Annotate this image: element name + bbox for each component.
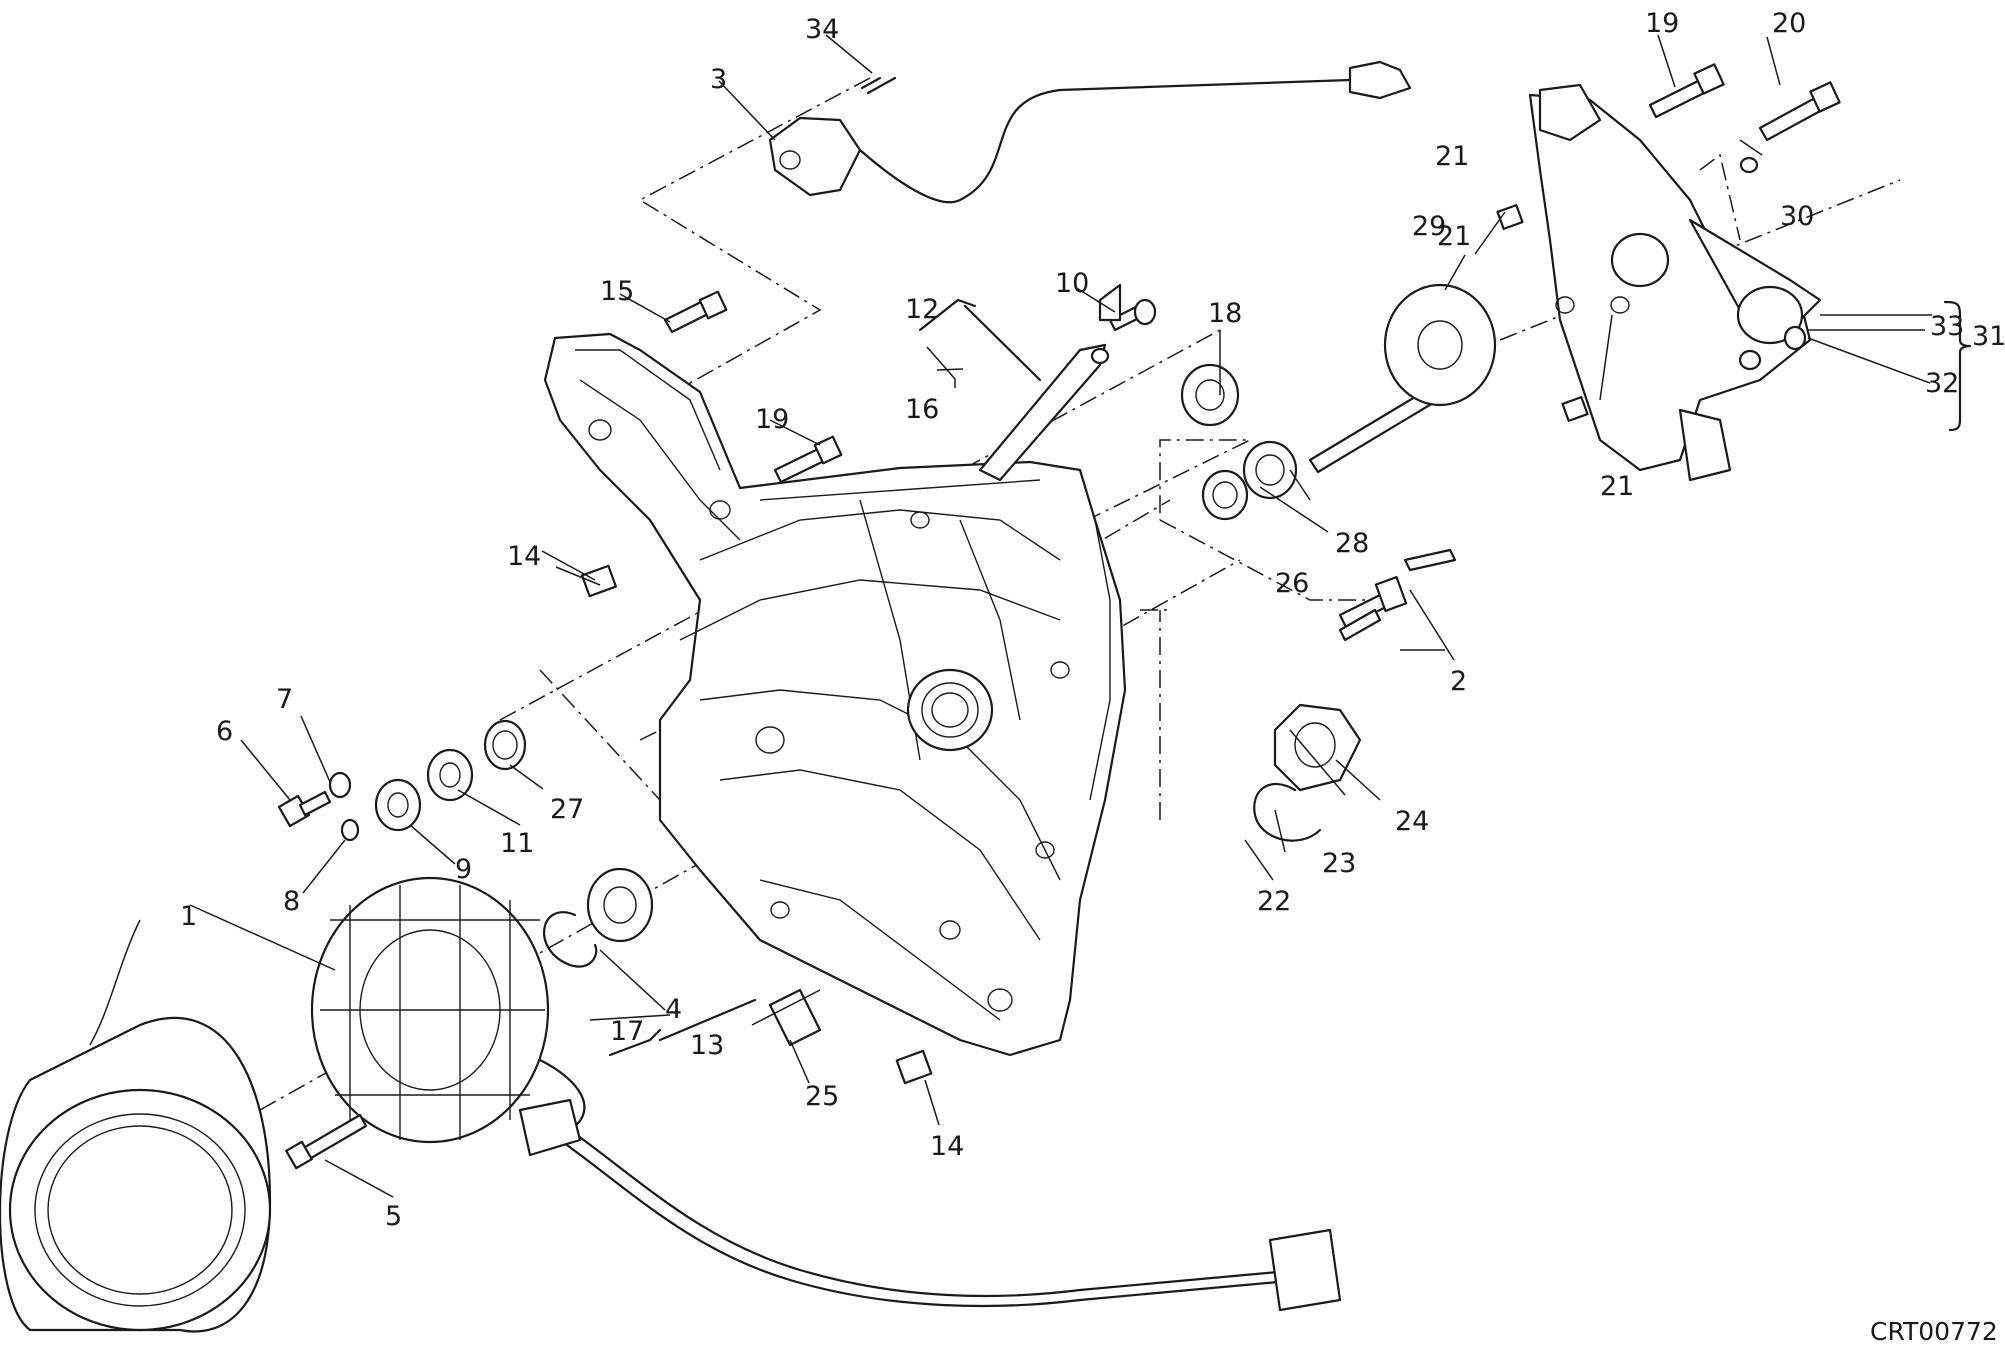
stator <box>310 876 586 1144</box>
label-7: 7 <box>276 684 293 715</box>
label-25: 25 <box>805 1081 839 1112</box>
label-31: 31 <box>1972 321 2005 352</box>
label-34: 34 <box>805 14 839 45</box>
label-21-top: 21 <box>1437 221 1471 252</box>
pickup-sensor <box>768 60 1412 204</box>
label-24: 24 <box>1395 806 1429 837</box>
label-21-lower: 21 <box>1600 471 1634 502</box>
label-14-upper: 14 <box>507 541 541 572</box>
label-2: 2 <box>1450 666 1467 697</box>
generator-cover <box>543 332 1127 1057</box>
label-28: 28 <box>1335 528 1369 559</box>
label-11: 11 <box>500 828 534 859</box>
label-22: 22 <box>1257 886 1291 917</box>
label-12: 12 <box>905 294 939 325</box>
label-10: 10 <box>1055 268 1089 299</box>
label-23: 23 <box>1322 848 1356 879</box>
label-14-lower: 14 <box>930 1131 964 1162</box>
label-4: 4 <box>665 994 682 1025</box>
label-29: 29 <box>1412 211 1446 242</box>
label-21-upper: 21 <box>1435 141 1469 172</box>
rotor <box>0 1017 272 1333</box>
drawing-code: CRT00772 <box>1870 1317 1998 1346</box>
callout-labels: 34 3 15 19 10 12 16 18 19 20 21 29 21 30… <box>180 8 2005 1346</box>
label-19-right: 19 <box>1645 8 1679 39</box>
label-18: 18 <box>1208 298 1242 329</box>
label-8: 8 <box>283 886 300 917</box>
water-pump-cover <box>1528 83 1822 482</box>
label-27: 27 <box>550 794 584 825</box>
label-17: 17 <box>610 1016 644 1047</box>
label-32: 32 <box>1925 368 1959 399</box>
stator-cable <box>518 1098 1342 1312</box>
label-26: 26 <box>1275 568 1309 599</box>
guide-rod <box>978 343 1110 482</box>
impeller-shaft <box>1308 283 1497 474</box>
label-1: 1 <box>180 901 197 932</box>
label-5: 5 <box>385 1201 402 1232</box>
fasteners <box>277 63 1841 1170</box>
label-16: 16 <box>905 394 939 425</box>
label-6: 6 <box>216 716 233 747</box>
label-15: 15 <box>600 276 634 307</box>
leader-lines <box>89 34 1972 1198</box>
label-3: 3 <box>710 64 727 95</box>
label-33: 33 <box>1930 311 1964 342</box>
label-9: 9 <box>455 854 472 885</box>
label-13: 13 <box>690 1030 724 1061</box>
label-30: 30 <box>1780 201 1814 232</box>
label-20: 20 <box>1772 8 1806 39</box>
label-19-left: 19 <box>755 404 789 435</box>
